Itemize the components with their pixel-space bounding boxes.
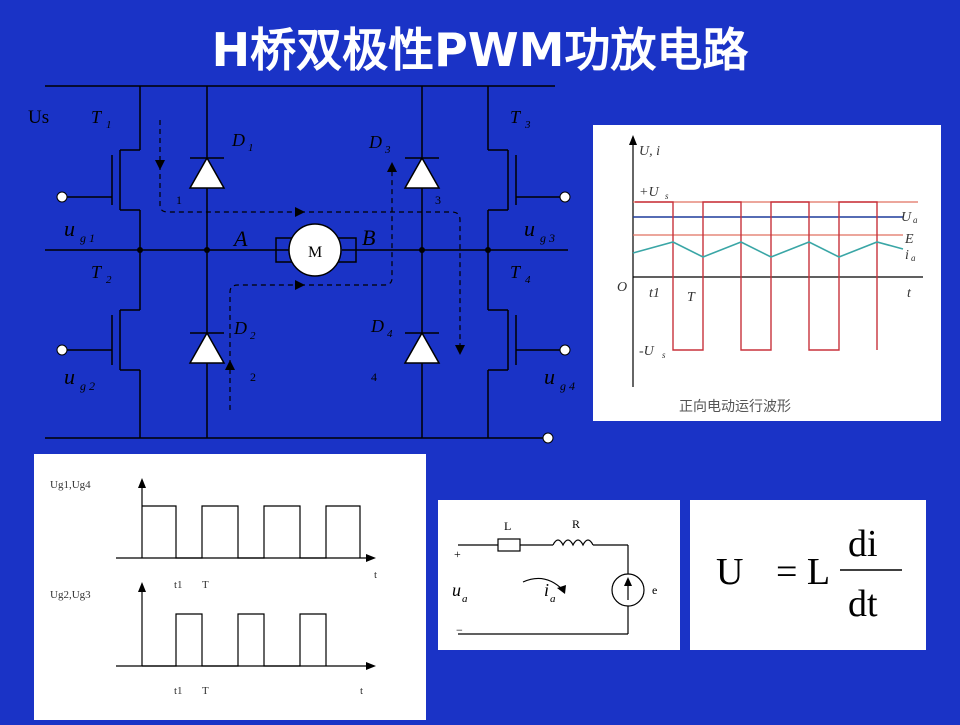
d1-label: D [231, 130, 245, 150]
rl-circuit-panel: L R + − e u a i a [438, 500, 680, 650]
t3-sub: 3 [524, 119, 531, 131]
ug1-sub: g 1 [80, 231, 95, 245]
wf-plus-us: +U [639, 185, 659, 200]
node-b-label: B [362, 225, 375, 250]
rl-ia: i [544, 580, 549, 600]
path-2-label: 2 [250, 370, 256, 384]
page-title: H桥双极性PWM功放电路 [211, 23, 749, 77]
rl-ia-sub: a [550, 593, 556, 605]
rl-R: R [572, 517, 580, 531]
t4-sub: 4 [525, 274, 531, 286]
ug4-sub: g 4 [560, 379, 575, 393]
d1-sub: 1 [248, 142, 254, 154]
d4-sub: 4 [387, 328, 393, 340]
path-4-label: 4 [371, 370, 377, 384]
ug4-label: u [544, 364, 555, 389]
t1-sub: 1 [106, 119, 112, 131]
wf-ua: U [901, 210, 912, 225]
motor-icon [288, 223, 342, 277]
wf-plus-us-sub: s [665, 191, 669, 201]
t2-label: T [91, 262, 103, 282]
wf-E: E [904, 232, 914, 247]
node-a-label: A [232, 226, 248, 251]
t1-label: T [91, 107, 103, 127]
rl-ua-sub: a [462, 593, 468, 605]
formula-num: di [848, 523, 878, 565]
diode-d3-icon [403, 156, 441, 189]
rl-e: e [652, 583, 657, 597]
wf-minus-us: -U [639, 344, 655, 359]
t2-sub: 2 [106, 274, 112, 286]
wf-ia: i [905, 248, 909, 263]
wf-origin: O [617, 280, 627, 295]
diode-d2-icon [188, 331, 226, 364]
gate-bottom-t1: t1 [174, 685, 183, 697]
diode-d1-icon [188, 156, 226, 189]
formula-panel: U = L di dt [690, 500, 926, 650]
formula-lhs: U [716, 551, 743, 593]
wf-minus-us-sub: s [662, 350, 666, 360]
path-3-label: 3 [435, 193, 441, 207]
path-1-label: 1 [176, 193, 182, 207]
gate-top-t: t [374, 569, 377, 581]
gate-bottom-T: T [202, 685, 209, 697]
d3-label: D [368, 132, 382, 152]
motor-label: M [308, 244, 322, 261]
rl-plus: + [454, 547, 461, 561]
gate-signal-panel: Ug1,Ug4 Ug2,Ug3 t1 T t t1 T t [34, 454, 426, 720]
ug3-sub: g 3 [540, 231, 555, 245]
gate-top-t1: t1 [174, 579, 183, 591]
waveform-panel: U, i +U s -U s O t1 T t U a E i a 正向电动运行… [593, 125, 941, 421]
wf-y-axis-label: U, i [639, 144, 660, 159]
d3-sub: 3 [384, 144, 391, 156]
rl-L: L [504, 519, 511, 533]
wf-ua-sub: a [913, 215, 918, 225]
ug3-label: u [524, 216, 535, 241]
formula-eq: = L [776, 551, 830, 593]
gate-top-label: Ug1,Ug4 [50, 479, 91, 491]
rl-ua: u [452, 580, 461, 600]
gate-bottom-t: t [360, 685, 363, 697]
gate-top-T: T [202, 579, 209, 591]
gate-bottom-label: Ug2,Ug3 [50, 589, 91, 601]
us-label: Us [28, 107, 49, 128]
ug2-sub: g 2 [80, 379, 95, 393]
wf-t-axis: t [907, 286, 912, 301]
t4-label: T [510, 262, 522, 282]
wf-ia-sub: a [911, 253, 916, 263]
rl-minus: − [456, 623, 463, 637]
wf-t1: t1 [649, 286, 660, 301]
formula-den: dt [848, 583, 878, 625]
ug1-label: u [64, 216, 75, 241]
diode-d4-icon [403, 331, 441, 364]
d2-label: D [233, 318, 247, 338]
wf-T: T [687, 290, 696, 305]
d2-sub: 2 [250, 330, 256, 342]
t3-label: T [510, 107, 522, 127]
ug2-label: u [64, 364, 75, 389]
d4-label: D [370, 316, 384, 336]
wf-caption: 正向电动运行波形 [679, 399, 791, 415]
